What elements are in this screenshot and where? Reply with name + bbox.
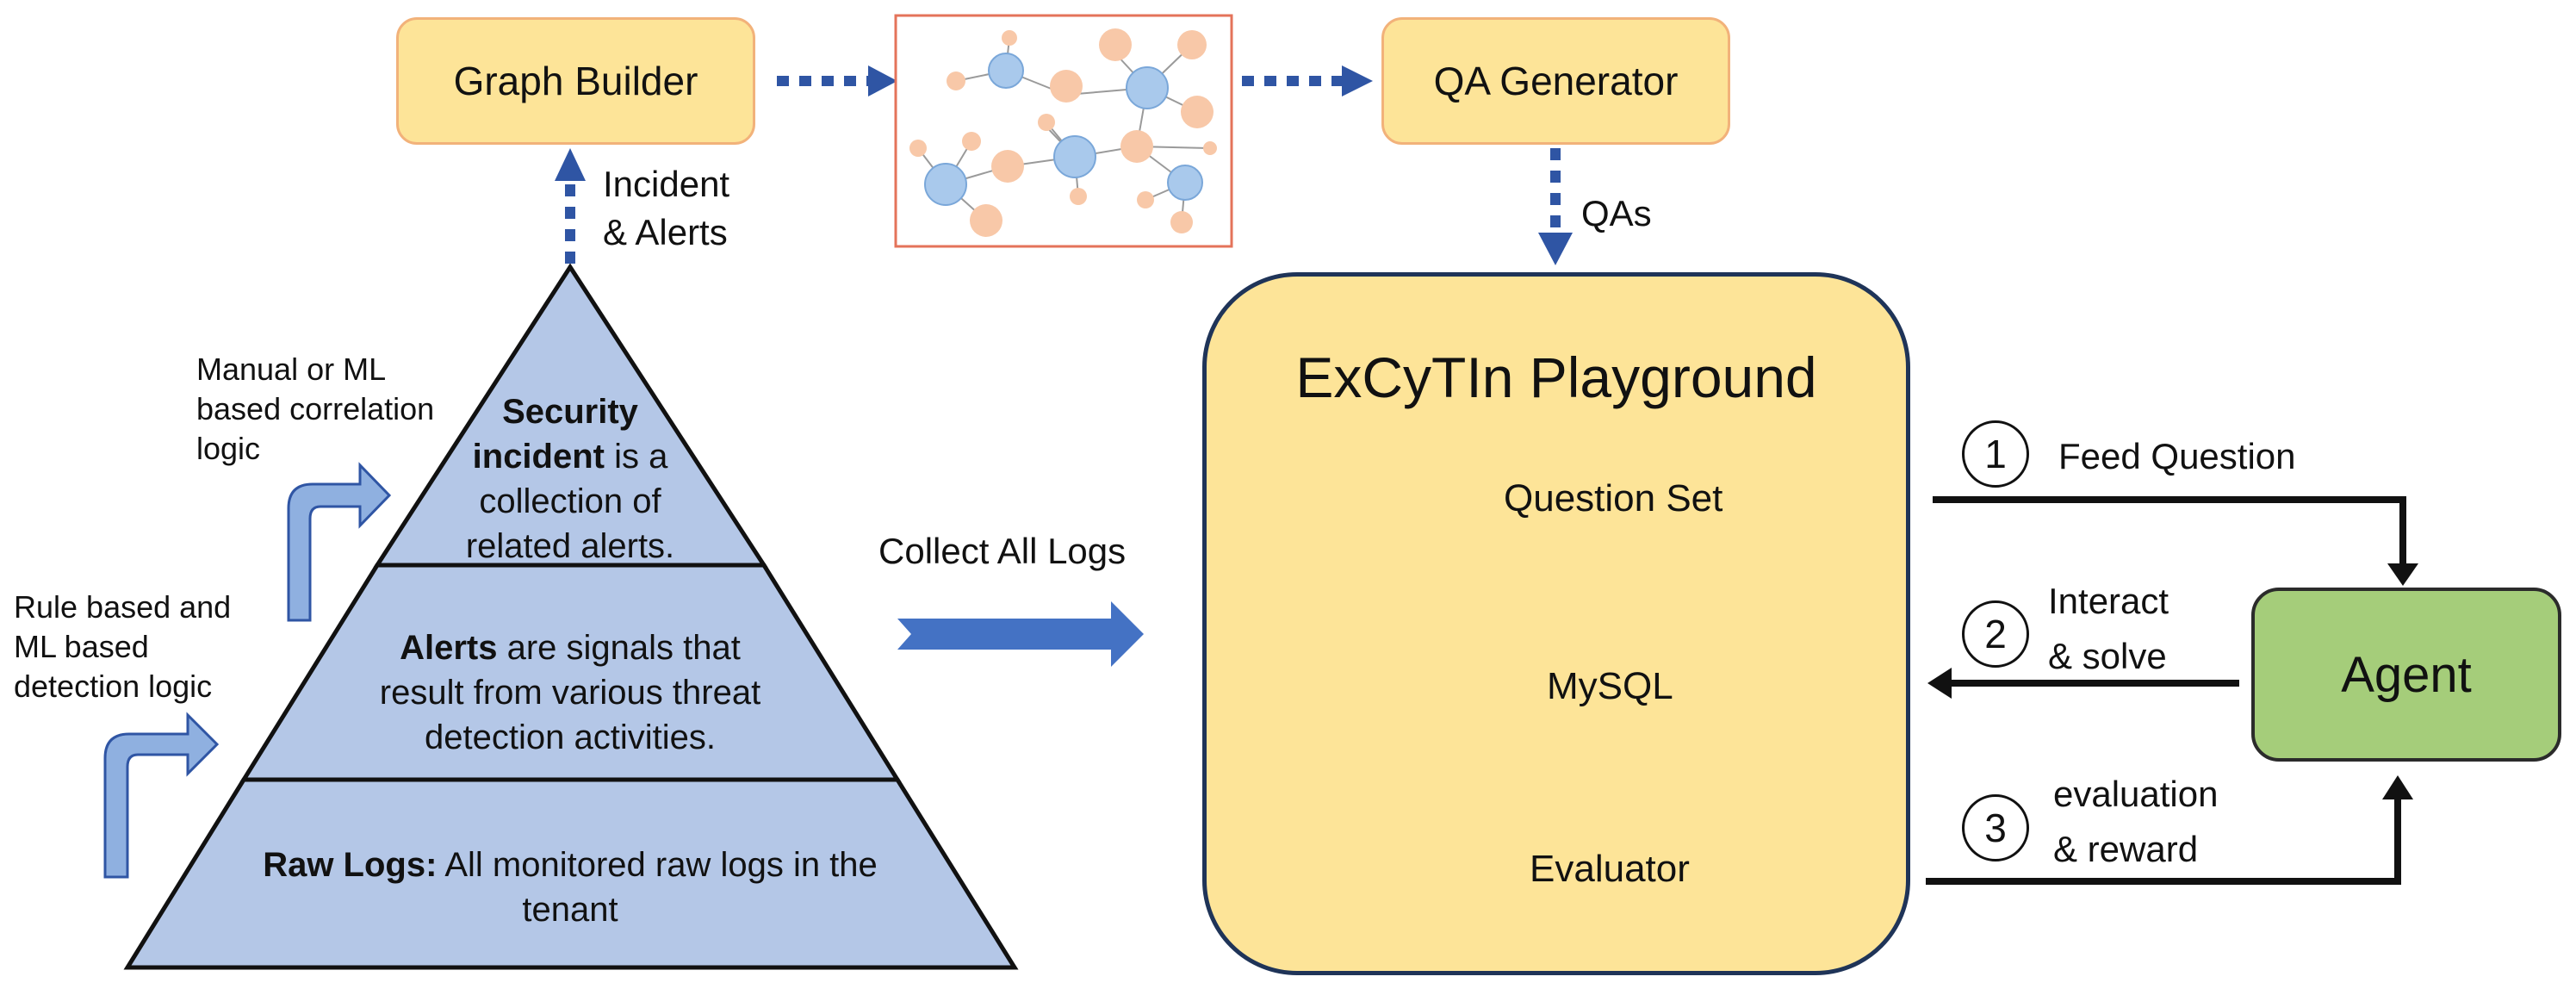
step-3-badge: 3 xyxy=(1962,794,2029,861)
step-2-label: Interact & solve xyxy=(2048,581,2169,676)
agent-box: Agent xyxy=(2251,588,2561,762)
pyramid-top-text: Security incident is a collection of rel… xyxy=(465,393,675,565)
incident-alerts-arrowhead xyxy=(555,148,586,181)
agent-label: Agent xyxy=(2341,646,2472,703)
question-set-label: Question Set xyxy=(1504,477,1723,519)
graph-builder-box: Graph Builder xyxy=(396,17,755,145)
graph-builder-label: Graph Builder xyxy=(453,59,698,103)
qas-arrowhead xyxy=(1538,233,1573,265)
mysql-label: MySQL xyxy=(1547,665,1673,707)
evaluator-label: Evaluator xyxy=(1530,848,1690,890)
pyramid xyxy=(123,263,1019,970)
pyramid-bottom-text: Raw Logs: All monitored raw logs in the … xyxy=(263,846,878,929)
pyramid-top-layer xyxy=(373,263,768,568)
playground-title: ExCyTIn Playground xyxy=(1295,345,1817,409)
pyramid-middle-text: Alerts are signals that result from vari… xyxy=(379,629,761,756)
qa-generator-box: QA Generator xyxy=(1381,17,1730,145)
correlation-logic-label: Manual or ML based correlation logic xyxy=(196,351,435,466)
incident-alerts-label: Incident & Alerts xyxy=(603,164,730,252)
feed-question-arrow xyxy=(1933,496,2418,586)
step-2-badge: 2 xyxy=(1962,600,2029,668)
qas-label: QAs xyxy=(1581,193,1652,233)
evaluation-arrow xyxy=(1926,775,2413,885)
collect-logs-arrow xyxy=(897,601,1144,667)
qa-generator-label: QA Generator xyxy=(1433,59,1679,103)
step-1-label: Feed Question xyxy=(2058,436,2296,476)
collect-logs-label: Collect All Logs xyxy=(878,531,1127,571)
step-1-badge: 1 xyxy=(1962,420,2029,488)
knowledge-graph xyxy=(894,14,1233,248)
interact-arrow xyxy=(1927,668,2239,699)
correlation-logic-arrow xyxy=(287,462,392,622)
detection-logic-arrow xyxy=(103,712,220,879)
graph-to-qa-arrowhead xyxy=(1342,65,1373,96)
builder-to-graph-arrowhead xyxy=(868,65,897,96)
playground-panel xyxy=(1202,272,1910,975)
step-3-label: evaluation & reward xyxy=(2053,774,2219,869)
detection-logic-label: Rule based and ML based detection logic xyxy=(14,589,232,704)
